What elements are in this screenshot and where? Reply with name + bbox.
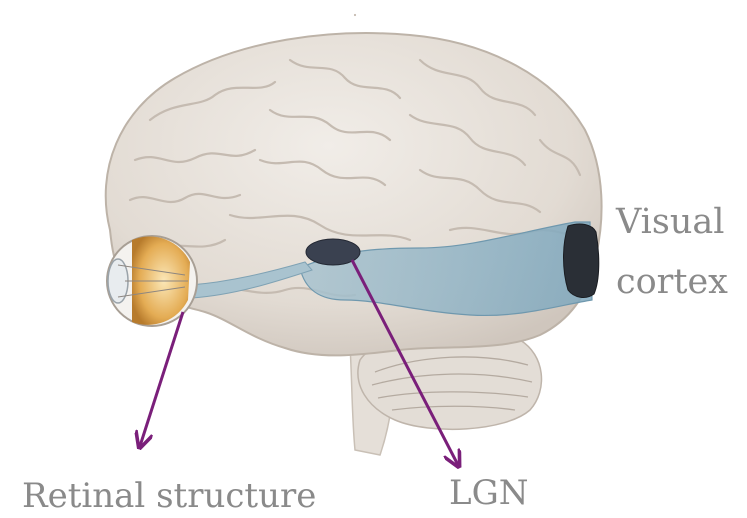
lgn-label: LGN bbox=[449, 476, 529, 510]
visual-cortex-region bbox=[564, 224, 599, 297]
visual-cortex-label-line1: Visual bbox=[616, 205, 724, 240]
retinal-structure-label: Retinal structure bbox=[22, 479, 316, 513]
arrow-retinal-structure bbox=[140, 312, 183, 446]
visual-cortex-label-line2: cortex bbox=[616, 265, 728, 300]
